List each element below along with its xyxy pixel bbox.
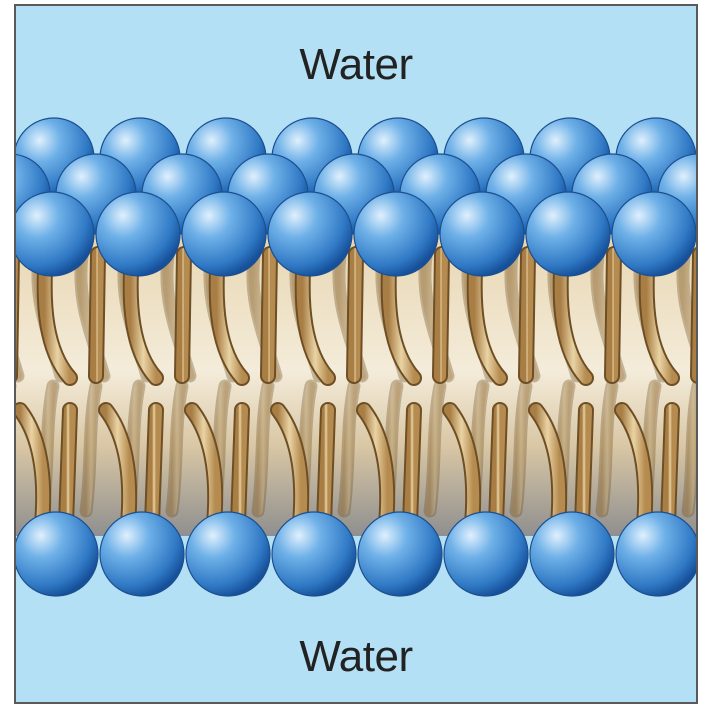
top-head-layer xyxy=(16,117,696,277)
fatty-acid-tail-fill xyxy=(272,404,308,530)
fatty-acid-tail-fill xyxy=(16,404,50,530)
phospholipid-head-sphere xyxy=(185,511,271,597)
fatty-acid-tail-fill xyxy=(232,404,248,530)
fatty-acid-tail-fill xyxy=(530,404,566,530)
water-label-top: Water xyxy=(299,40,413,89)
fatty-acid-tail-fill xyxy=(683,381,696,516)
fatty-acid-tail-fill xyxy=(662,404,678,530)
fatty-acid-tail-fill xyxy=(262,248,276,382)
water-label-bottom: Water xyxy=(299,632,413,681)
phospholipid-head-sphere xyxy=(16,191,95,277)
fatty-acid-tail-fill xyxy=(339,381,359,516)
fatty-acid-tail-fill xyxy=(444,404,480,530)
fatty-acid-tail-fill xyxy=(511,381,531,516)
fatty-acid-tail-fill xyxy=(146,404,162,530)
phospholipid-head-sphere xyxy=(525,191,611,277)
fatty-acid-tail-fill xyxy=(434,248,448,382)
fatty-acid-tail-fill xyxy=(358,404,394,530)
fatty-acid-tail-fill xyxy=(348,248,362,382)
fatty-acid-tail-fill xyxy=(318,404,334,530)
phospholipid-head-sphere xyxy=(181,191,267,277)
phospholipid-head-sphere xyxy=(357,511,443,597)
phospholipid-head-sphere xyxy=(353,191,439,277)
phospholipid-head-sphere xyxy=(267,191,353,277)
fatty-acid-tail-fill xyxy=(520,248,534,382)
fatty-acid-tail-fill xyxy=(186,404,222,530)
fatty-acid-tail-fill xyxy=(176,248,190,382)
phospholipid-head-sphere xyxy=(99,511,185,597)
fatty-acid-tail-fill xyxy=(576,404,592,530)
fatty-acid-tail-fill xyxy=(60,404,76,530)
fatty-acid-tail-fill xyxy=(616,404,652,530)
fatty-acid-tail-fill xyxy=(167,381,187,516)
phospholipid-head-sphere xyxy=(271,511,357,597)
phospholipid-head-sphere xyxy=(443,511,529,597)
fatty-acid-tail-fill xyxy=(606,248,620,382)
bottom-head-layer xyxy=(16,511,696,597)
diagram-frame: Water Water xyxy=(14,4,698,704)
fatty-acid-tail-fill xyxy=(100,404,136,530)
lipid-bilayer xyxy=(16,117,696,597)
fatty-acid-tail-fill xyxy=(404,404,420,530)
fatty-acid-tail-fill xyxy=(425,381,445,516)
fatty-acid-tail-fill xyxy=(678,251,696,359)
phospholipid-head-sphere xyxy=(95,191,181,277)
fatty-acid-tail-fill xyxy=(597,381,617,516)
fatty-acid-tail-fill xyxy=(253,381,273,516)
phospholipid-head-sphere xyxy=(439,191,525,277)
fatty-acid-tail-fill xyxy=(490,404,506,530)
phospholipid-head-sphere xyxy=(615,511,696,597)
fatty-acid-tail-fill xyxy=(90,248,104,382)
phospholipid-head-sphere xyxy=(16,511,99,597)
phospholipid-head-sphere xyxy=(611,191,696,277)
phospholipid-head-sphere xyxy=(529,511,615,597)
fatty-acid-tail-fill xyxy=(81,381,101,516)
